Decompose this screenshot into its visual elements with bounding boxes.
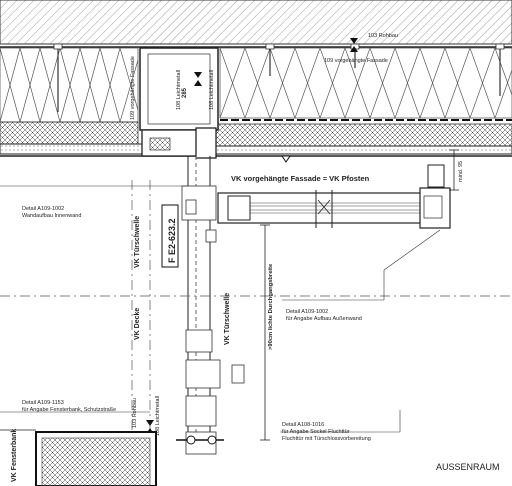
- label-vk-fensterbank: VK Fensterbank: [11, 429, 18, 482]
- label-detail-3a: Detail A109-1153: [22, 400, 64, 406]
- label-leichtmetall-3: 108 Leichtmetall: [155, 396, 161, 436]
- label-rohbau-top: 103 Rohbau: [368, 33, 398, 39]
- insulation-left: [0, 46, 139, 124]
- label-detail-3b: für Angabe Fensterbank, Schutzstraße: [22, 407, 116, 413]
- label-dim-285: 285: [182, 87, 188, 98]
- ceiling-right: [214, 123, 512, 147]
- label-detail-4b: für Angabe Sockel Fluchttür: [282, 429, 350, 435]
- label-detail-2a: Detail A109-1002: [286, 309, 328, 315]
- label-detail-4a: Detail A108-1016: [282, 422, 324, 428]
- dimension-line: [260, 149, 459, 441]
- label-vk-tuerschwelle-2: VK Türschwelle: [224, 293, 231, 345]
- ceiling-left: [0, 121, 139, 145]
- drawing-title: AUSSENRAUM: [436, 462, 500, 472]
- hanger-rods: [57, 44, 501, 112]
- label-leichtmetall-1: 108 Leichtmetall: [176, 70, 182, 110]
- label-vk-tuerschwelle-1: VK Türschwelle: [134, 216, 141, 268]
- label-detail-2b: für Angabe Aufbau Außenwand: [286, 316, 362, 322]
- label-durchgang: >90cm lichte Durchgangsbreite: [268, 263, 274, 350]
- top-slab: [0, 0, 512, 45]
- fire-rating-box: [161, 204, 179, 268]
- label-vk-decke: VK Decke: [134, 308, 141, 340]
- label-detail-4c: Fluchttür mit Türschlossvorbereitung: [282, 436, 371, 442]
- glazing-unit: [217, 164, 451, 229]
- label-mind-95: mind. 95: [458, 161, 464, 182]
- label-vk-fassade: VK vorgehängte Fassade = VK Pfosten: [231, 174, 370, 183]
- label-rohbau-bottom: 103 Rohbau: [132, 398, 138, 428]
- label-fire-rating: F E2-623.2: [167, 218, 177, 263]
- label-detail-1b: Wandaufbau Innenwand: [22, 213, 81, 219]
- label-vorgehaengte-top: 109 vorgehängte Fassade: [324, 58, 388, 64]
- facade-column: [139, 47, 219, 131]
- label-vorgehaengte-2: 109 vorgehängte Fassade: [130, 56, 136, 120]
- label-detail-1a: Detail A109-1002: [22, 206, 64, 212]
- label-leichtmetall-2: 108 Leichtmetall: [209, 70, 215, 110]
- leader-lines: [0, 185, 441, 433]
